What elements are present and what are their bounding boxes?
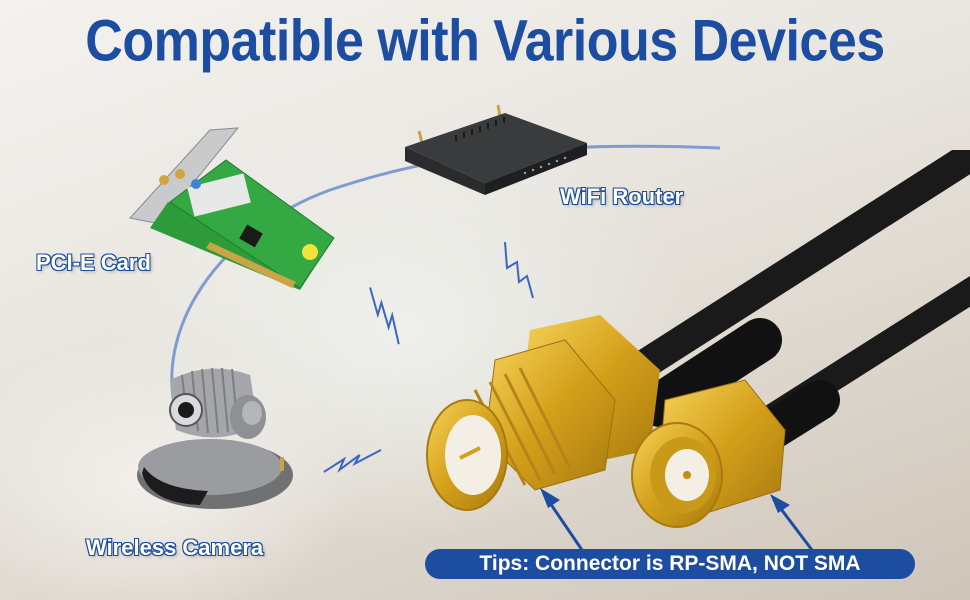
page-title: Compatible with Various Devices [85, 9, 885, 75]
wireless-signal-icon [369, 287, 400, 345]
tips-banner: Tips: Connector is RP-SMA, NOT SMA [425, 549, 915, 579]
wireless-signal-icon [323, 448, 382, 473]
tips-text: Tips: Connector is RP-SMA, NOT SMA [479, 552, 861, 575]
label-wireless-camera: Wireless Camera [85, 534, 264, 561]
label-wifi-router: WiFi Router [559, 183, 684, 210]
wireless-camera-image [137, 367, 293, 509]
pci-e-card-image [129, 127, 335, 290]
wifi-router-image [405, 104, 587, 195]
label-pci-e-card: PCI-E Card [35, 249, 152, 276]
rp-sma-connectors-image [426, 315, 786, 528]
wireless-signal-icon [504, 241, 534, 299]
